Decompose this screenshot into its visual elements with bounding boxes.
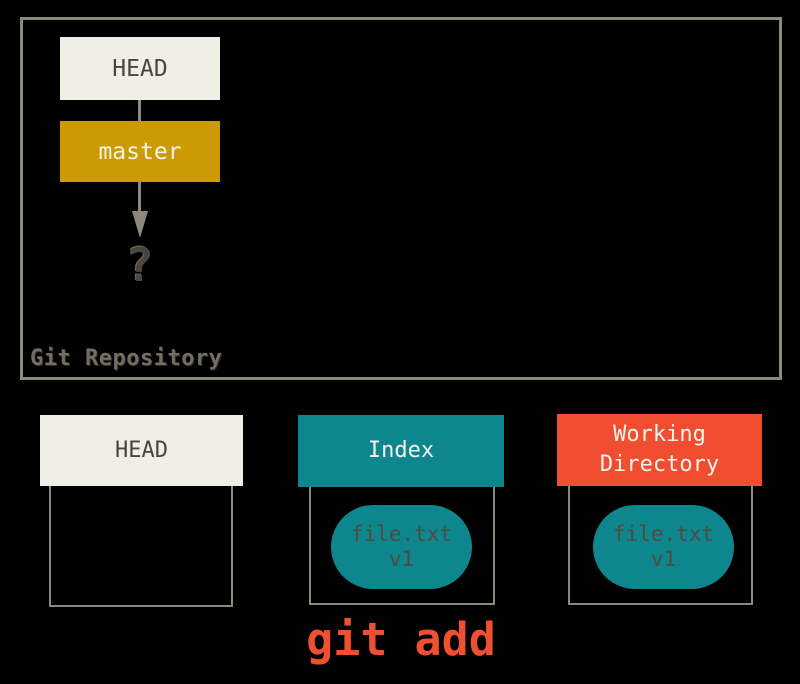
working-directory-body (568, 486, 753, 605)
git-add-command-label: git add (306, 613, 496, 666)
file-name: file.txt (350, 522, 453, 546)
head-to-master-connector (138, 100, 141, 121)
arrow-down-icon (132, 211, 148, 238)
git-repository-box (20, 17, 782, 380)
master-branch-box: master (60, 121, 220, 182)
master-to-commit-connector (138, 182, 141, 212)
head-area-body (49, 486, 233, 607)
unknown-commit-mark: ? (126, 238, 154, 292)
file-version: v1 (388, 547, 415, 571)
working-directory-header: Working Directory (557, 414, 762, 486)
file-name: file.txt (612, 522, 715, 546)
head-area-header: HEAD (40, 415, 243, 486)
working-directory-file-pill: file.txt v1 (593, 505, 734, 589)
index-area-body (309, 487, 495, 605)
file-version: v1 (650, 547, 677, 571)
repository-label: Git Repository (30, 346, 223, 371)
index-area-header: Index (298, 415, 504, 487)
head-pointer-box: HEAD (60, 37, 220, 100)
index-file-pill: file.txt v1 (331, 505, 472, 589)
